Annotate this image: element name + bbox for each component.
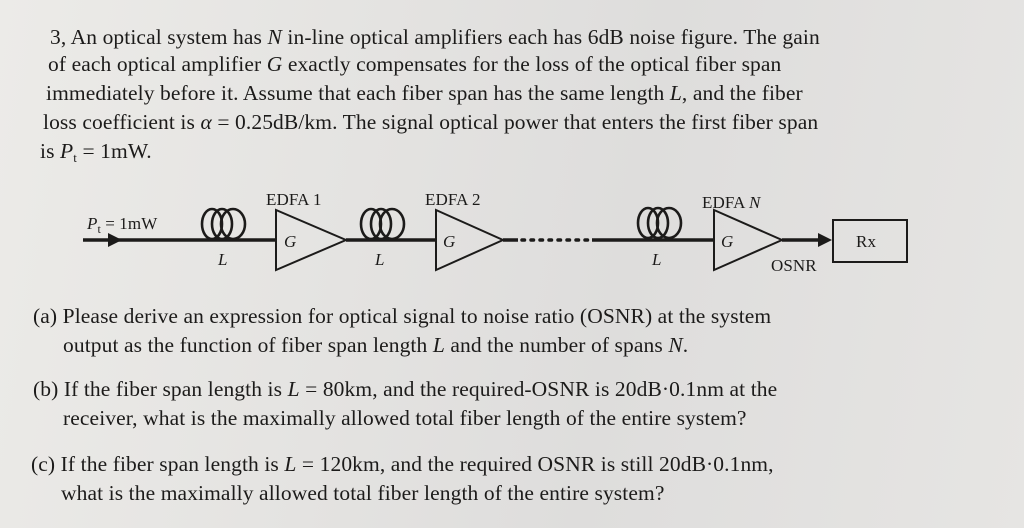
amplifier-triangle-icon <box>275 208 349 272</box>
question-c-line-1: (c) If the fiber span length is L = 120k… <box>31 452 774 476</box>
output-arrow-icon <box>818 233 832 247</box>
problem-number: 3, <box>50 25 67 49</box>
span-label-n: L <box>652 250 662 269</box>
problem-line-2: of each optical amplifier G exactly comp… <box>48 52 782 76</box>
problem-line-4: loss coefficient is α = 0.25dB/km. The s… <box>43 110 819 134</box>
gain-label-n: G <box>721 232 734 251</box>
receiver-box <box>832 219 908 263</box>
fiber-coil-icon <box>200 207 247 241</box>
problem-line-1: 3, An optical system has N in-line optic… <box>50 25 820 49</box>
question-a-line-1: (a) Please derive an expression for opti… <box>33 304 772 328</box>
gain-label-2: G <box>443 232 456 251</box>
edfa-n-label: EDFA N <box>702 193 761 212</box>
gain-label-1: G <box>284 232 297 251</box>
question-a-line-2: output as the function of fiber span len… <box>63 333 689 357</box>
question-b-line-2: receiver, what is the maximally allowed … <box>63 406 747 430</box>
question-b-line-1: (b) If the fiber span length is L = 80km… <box>33 377 778 401</box>
span-label-2: L <box>375 250 385 269</box>
edfa-2-label: EDFA 2 <box>425 190 481 209</box>
edfa-1-label: EDFA 1 <box>266 190 322 209</box>
question-c-line-2: what is the maximally allowed total fibe… <box>61 481 665 505</box>
question-a-tag: (a) <box>33 304 58 328</box>
osnr-label: OSNR <box>771 256 817 275</box>
problem-line-5: is Pt = 1mW. <box>40 139 152 165</box>
fiber-coil-icon <box>636 206 683 240</box>
amplifier-triangle-icon <box>713 208 785 272</box>
receiver-label: Rx <box>856 232 877 251</box>
question-b-tag: (b) <box>33 377 59 401</box>
amplifier-chain-diagram <box>83 206 908 272</box>
input-arrow-icon <box>108 233 122 247</box>
amplifier-triangle-icon <box>435 208 506 272</box>
span-label-1: L <box>218 250 228 269</box>
question-c-tag: (c) <box>31 452 56 476</box>
input-power-label: Pt = 1mW <box>87 214 158 236</box>
problem-line-3: immediately before it. Assume that each … <box>46 81 803 105</box>
fiber-coil-icon <box>359 207 406 241</box>
